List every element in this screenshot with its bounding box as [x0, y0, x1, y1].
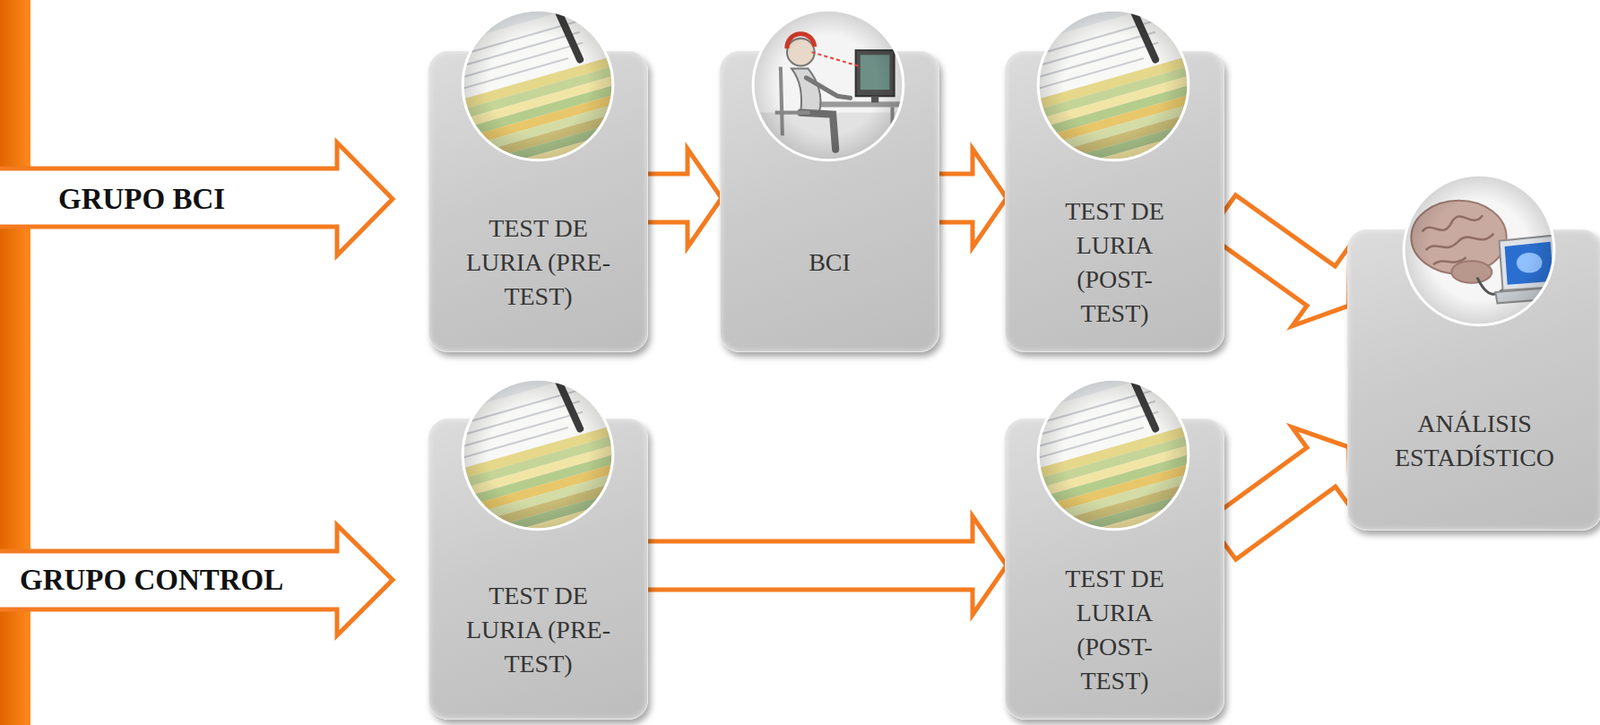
box-text: TEST DE LURIA (POST-TEST): [1045, 194, 1185, 331]
block-arrow: [1207, 427, 1350, 560]
box-text: TEST DE LURIA (PRE-TEST): [453, 579, 624, 682]
block-arrow: [1207, 195, 1350, 327]
group-arrow: [0, 525, 393, 636]
block-arrow: [644, 148, 722, 248]
box-text: BCI: [808, 245, 851, 280]
process-box: TEST DE LURIA (POST-TEST): [1004, 51, 1225, 353]
process-box: TEST DE LURIA (PRE-TEST): [428, 418, 649, 720]
group-arrow: [0, 142, 393, 256]
box-text: TEST DE LURIA (POST-TEST): [1045, 562, 1185, 699]
process-box: TEST DE LURIA (POST-TEST): [1004, 418, 1225, 720]
block-arrow: [644, 516, 1007, 615]
process-box: TEST DE LURIA (PRE-TEST): [428, 51, 649, 353]
block-arrow: [935, 148, 1007, 248]
process-box: BCI: [719, 51, 940, 353]
box-text: TEST DE LURIA (PRE-TEST): [453, 211, 624, 314]
box-text: ANÁLISIS ESTADÍSTICO: [1366, 406, 1583, 476]
side-bar: [0, 0, 31, 725]
group-label: GRUPO CONTROL: [19, 562, 284, 598]
group-label: GRUPO BCI: [58, 181, 225, 217]
process-box: ANÁLISIS ESTADÍSTICO: [1347, 229, 1600, 531]
